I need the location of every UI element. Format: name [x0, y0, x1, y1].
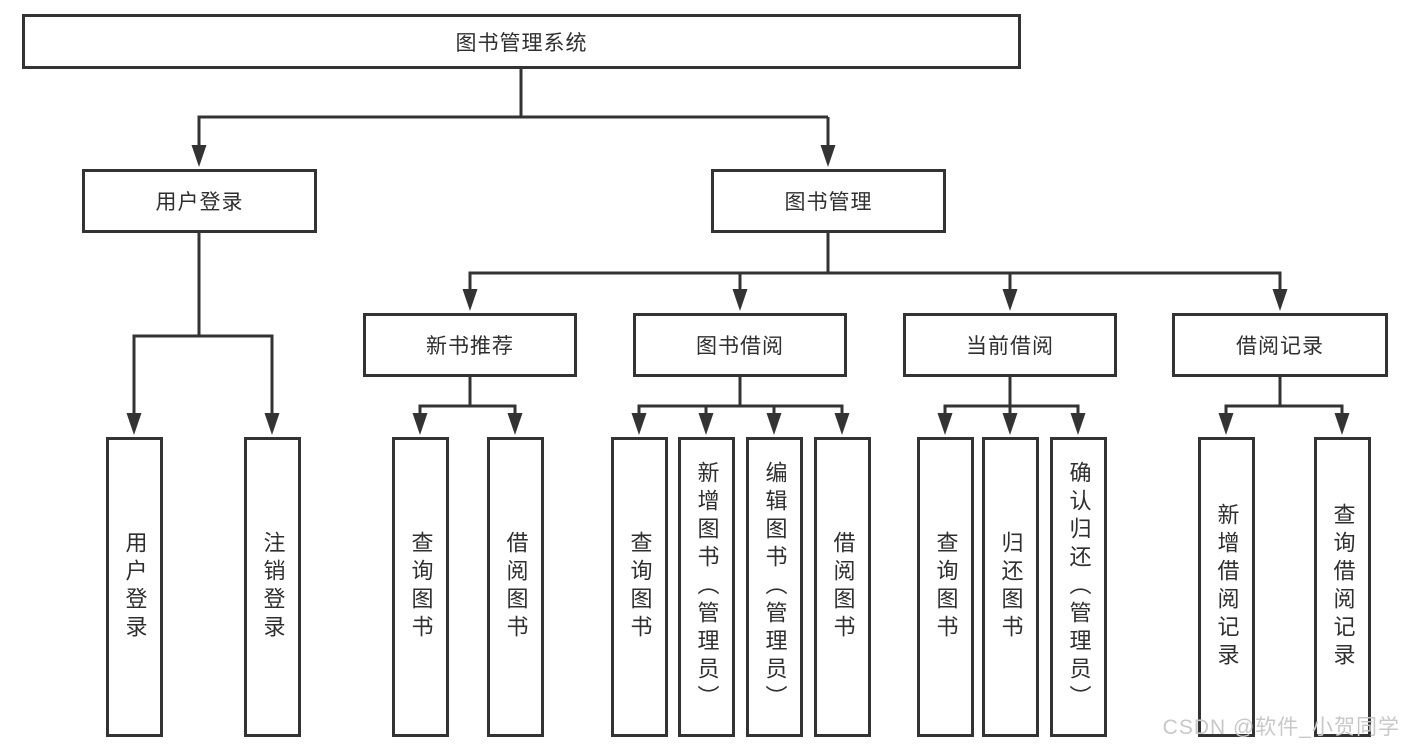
node-book-borrowing: 图书借阅 — [633, 313, 847, 377]
leaf-query-borrow-record: 查询借阅记录 — [1314, 437, 1371, 737]
node-new-book-recommendation: 新书推荐 — [363, 313, 577, 377]
node-user-login: 用户登录 — [82, 169, 317, 233]
node-current-borrowing: 当前借阅 — [903, 313, 1117, 377]
node-borrowing-records: 借阅记录 — [1172, 313, 1388, 377]
leaf-edit-books-admin: 编辑图书（管理员） — [746, 437, 803, 737]
leaf-borrow-books-recommendation: 借阅图书 — [487, 437, 544, 737]
node-book-management: 图书管理 — [711, 169, 946, 233]
leaf-logout: 注销登录 — [244, 437, 301, 737]
node-library-management-system: 图书管理系统 — [22, 14, 1021, 69]
leaf-user-login: 用户登录 — [106, 437, 163, 737]
leaf-return-books: 归还图书 — [982, 437, 1039, 737]
leaf-confirm-return-admin: 确认归还（管理员） — [1050, 437, 1107, 737]
watermark: CSDN @软件_小贺同学 — [1162, 716, 1400, 739]
leaf-query-books-borrowing: 查询图书 — [611, 437, 668, 737]
leaf-query-books-recommendation: 查询图书 — [392, 437, 449, 737]
leaf-add-books-admin: 新增图书（管理员） — [678, 437, 735, 737]
leaf-query-books-current: 查询图书 — [917, 437, 974, 737]
leaf-add-borrow-record: 新增借阅记录 — [1198, 437, 1255, 737]
leaf-borrow-books-borrowing: 借阅图书 — [814, 437, 871, 737]
